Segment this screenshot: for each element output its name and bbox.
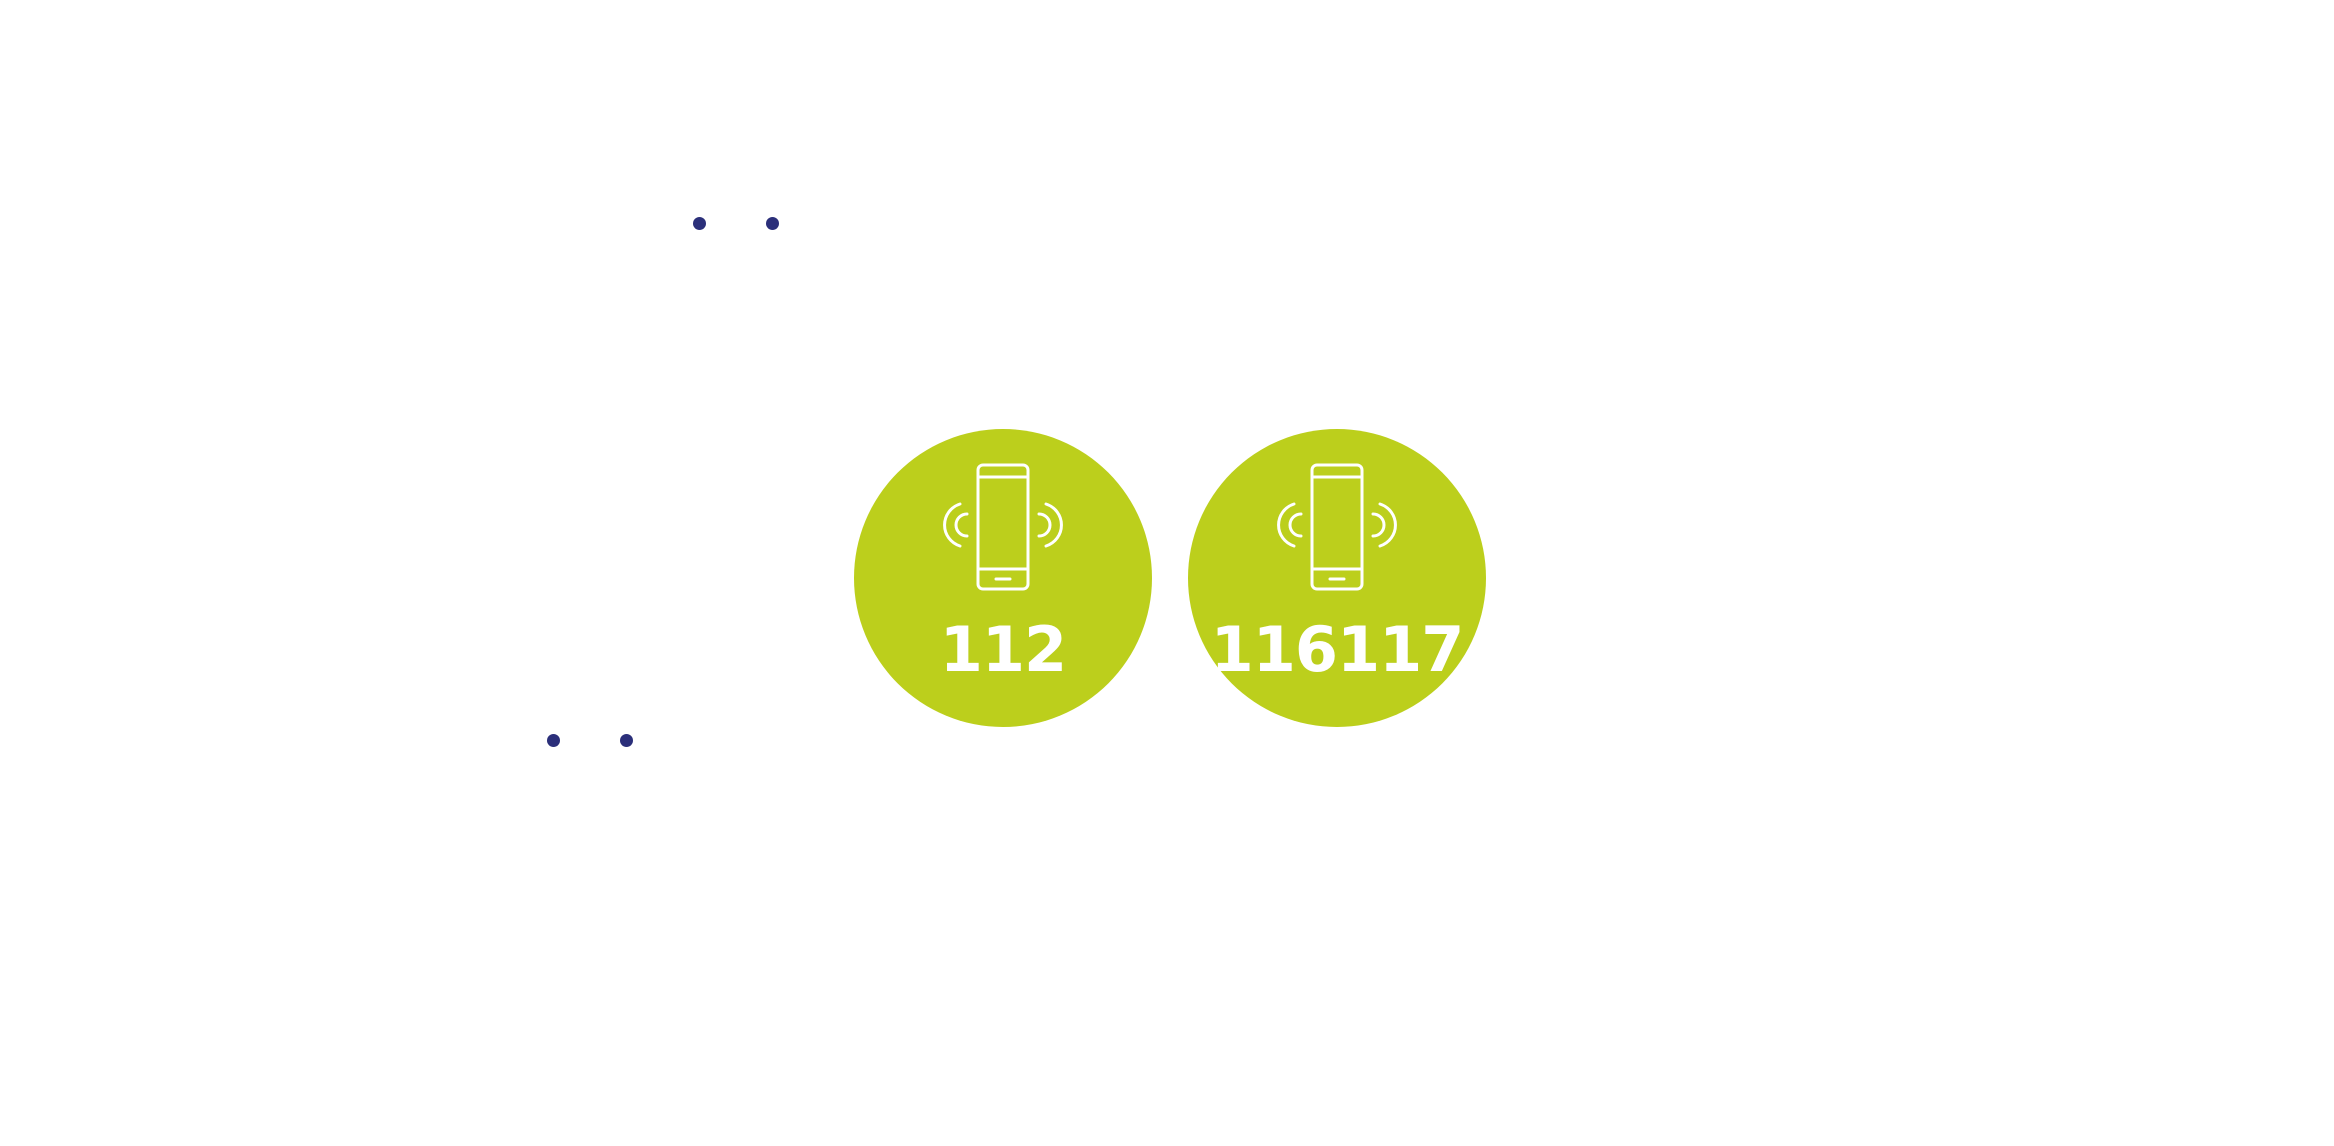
decorative-dot (620, 734, 633, 747)
vibrating-phone-icon (943, 463, 1063, 591)
emergency-number: 112 (939, 613, 1067, 686)
decorative-dot (693, 217, 706, 230)
decorative-dot (766, 217, 779, 230)
emergency-number: 116117 (1210, 613, 1465, 686)
emergency-number-badge-116117: 116117 (1188, 429, 1486, 727)
decorative-dot (547, 734, 560, 747)
vibrating-phone-icon (1277, 463, 1397, 591)
emergency-number-badge-112: 112 (854, 429, 1152, 727)
